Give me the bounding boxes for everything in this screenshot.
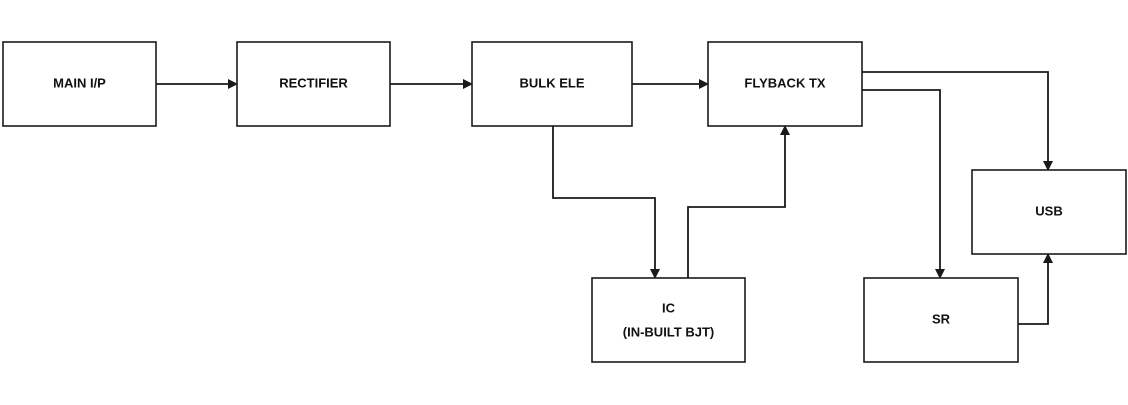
arrow-flyback-to-usb — [862, 71, 1053, 171]
block-sr: SR — [863, 277, 1019, 363]
block-flyback-tx: FLYBACK TX — [707, 41, 863, 127]
block-sublabel: (IN-BUILT BJT) — [623, 324, 714, 339]
block-label: SR — [932, 311, 951, 326]
block-rectifier: RECTIFIER — [236, 41, 391, 127]
block-ic: IC (IN-BUILT BJT) — [591, 277, 746, 363]
arrow-sr-to-usb — [1018, 253, 1053, 325]
block-label: FLYBACK TX — [744, 75, 825, 90]
block-label: USB — [1035, 203, 1062, 218]
block-label: BULK ELE — [520, 75, 585, 90]
arrow-ic-to-flyback — [687, 125, 790, 278]
block-label: RECTIFIER — [279, 75, 348, 90]
block-main-ip: MAIN I/P — [2, 41, 157, 127]
arrow-bulk-to-ic — [552, 126, 660, 279]
arrow-flyback-to-sr — [862, 89, 945, 279]
block-label: IC — [662, 300, 676, 315]
block-usb: USB — [971, 169, 1127, 255]
block-bulk-ele: BULK ELE — [471, 41, 633, 127]
block-label: MAIN I/P — [53, 75, 106, 90]
